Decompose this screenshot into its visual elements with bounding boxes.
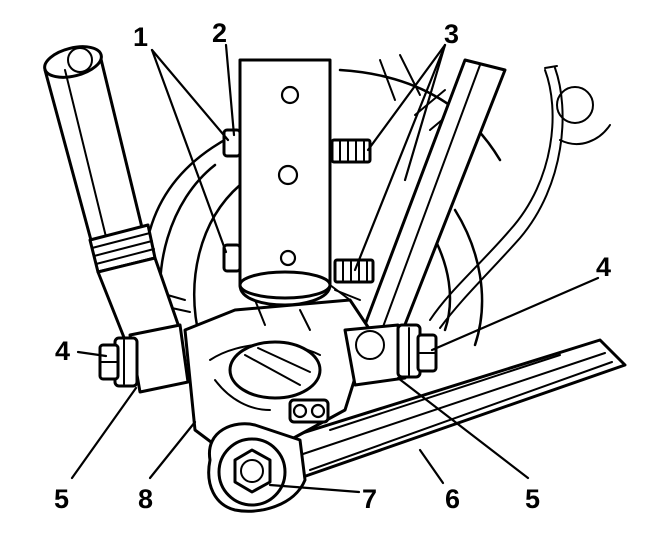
callout-4-left: 4 [55, 336, 70, 366]
left-adjuster-sleeve [88, 223, 182, 342]
callout-8: 8 [138, 484, 153, 514]
left-link-tube [43, 45, 147, 257]
callout-6: 6 [445, 484, 460, 514]
control-arm-bolt [207, 422, 307, 513]
lower-control-arm [278, 338, 627, 480]
callout-2: 2 [212, 18, 227, 48]
brake-line [429, 65, 611, 329]
left-bushing-assembly [98, 323, 190, 394]
strut-body [222, 58, 375, 307]
right-bushing-assembly [343, 323, 438, 387]
knuckle-bracket [183, 298, 372, 447]
leader-lines [70, 43, 600, 494]
callout-labels: 1 2 3 4 4 5 5 6 7 8 [54, 18, 611, 514]
callout-5-left: 5 [54, 484, 69, 514]
callout-4-right: 4 [596, 252, 611, 282]
callout-7: 7 [362, 484, 377, 514]
callout-3: 3 [444, 19, 459, 49]
callout-1: 1 [133, 22, 148, 52]
callout-5-right: 5 [525, 484, 540, 514]
